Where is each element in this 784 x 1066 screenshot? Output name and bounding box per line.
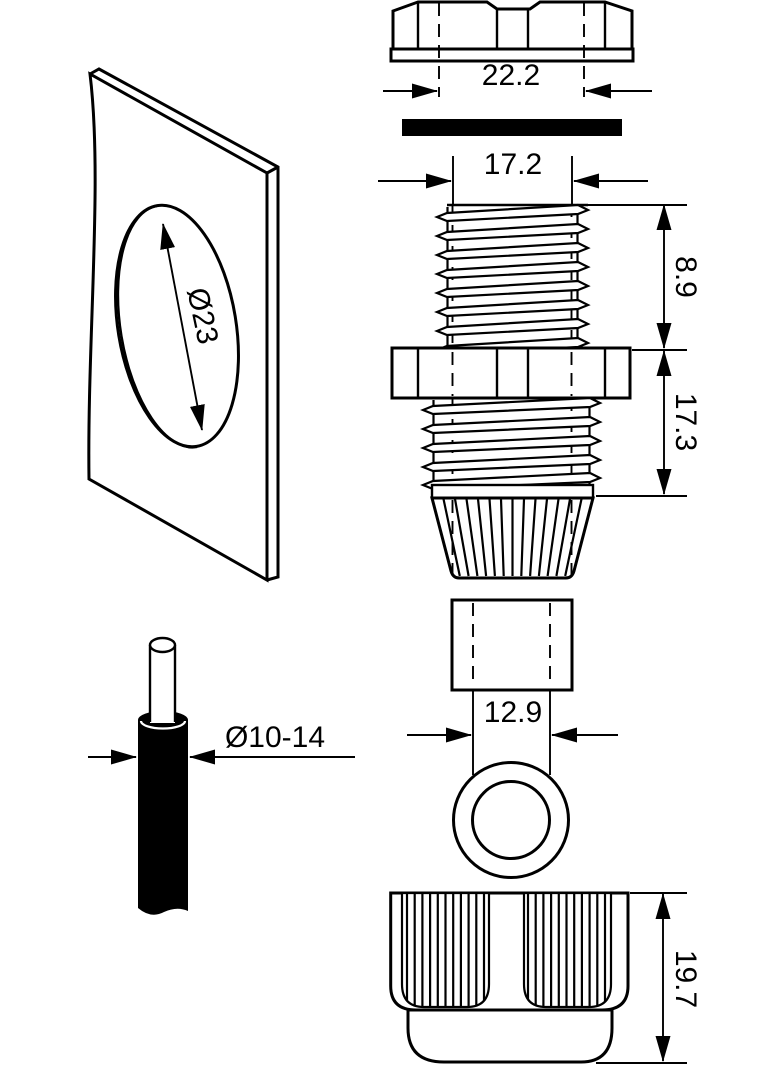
- dim-cable-label: Ø10-14: [225, 721, 325, 754]
- dim-cable-diameter: Ø10-14: [88, 721, 355, 765]
- cone-neck: [430, 483, 595, 500]
- dim-locknut-label: 22.2: [482, 59, 540, 92]
- cap-rib-lines-left: [405, 893, 486, 1007]
- insert-body: [450, 598, 574, 692]
- hex-body: [390, 346, 632, 400]
- dim-insert-label: 12.9: [484, 696, 542, 729]
- lower-thread: [421, 396, 602, 491]
- o-ring: [452, 761, 570, 879]
- cone-slats: [442, 498, 583, 577]
- dim-cap-height: 19.7: [596, 892, 702, 1064]
- locknut-side-view: [389, 0, 635, 97]
- clamping-cone: [430, 483, 595, 580]
- locknut-flange: [389, 47, 635, 63]
- cap-rib-lines-right: [526, 893, 607, 1007]
- dim-thread-label: 8.9: [669, 256, 702, 298]
- dim-upper-thread-length: 8.9: [656, 204, 702, 349]
- gasket: [402, 119, 622, 136]
- panel-hole-depth-arc: [116, 204, 198, 449]
- body-hex-nut: [390, 346, 632, 400]
- locknut-body: [391, 0, 634, 51]
- cap-nut: [389, 891, 630, 1064]
- dim-locknut-width: 22.2: [383, 59, 652, 99]
- dim-cap-label: 19.7: [669, 950, 702, 1008]
- cap-skirt: [406, 1008, 614, 1064]
- dim-gasket-width: 17.2: [378, 148, 648, 204]
- dim-gasket-label: 17.2: [484, 148, 542, 181]
- o-ring-inner: [471, 780, 551, 860]
- dim-body-length: 17.3: [596, 349, 702, 497]
- cap-rib-group-left: [400, 891, 491, 1009]
- upper-thread: [435, 203, 687, 356]
- cable-rim-highlight: [139, 720, 187, 730]
- cable-core-tip: [148, 636, 177, 654]
- locknut-facets: [416, 2, 607, 49]
- panel-front-face: [87, 71, 269, 583]
- sealing-insert: [450, 598, 574, 692]
- dim-insert-bore: 12.9: [407, 690, 618, 775]
- cap-rib-group-right: [522, 891, 613, 1009]
- panel-thickness-edges: [89, 67, 280, 582]
- dim-body-label: 17.3: [669, 393, 702, 451]
- mounting-panel: [87, 67, 280, 583]
- dim-hole-diameter-arrow: [160, 223, 205, 431]
- cable: [138, 636, 188, 915]
- cable-core: [150, 645, 175, 723]
- hex-facets: [416, 348, 607, 398]
- cable-jacket: [138, 720, 188, 915]
